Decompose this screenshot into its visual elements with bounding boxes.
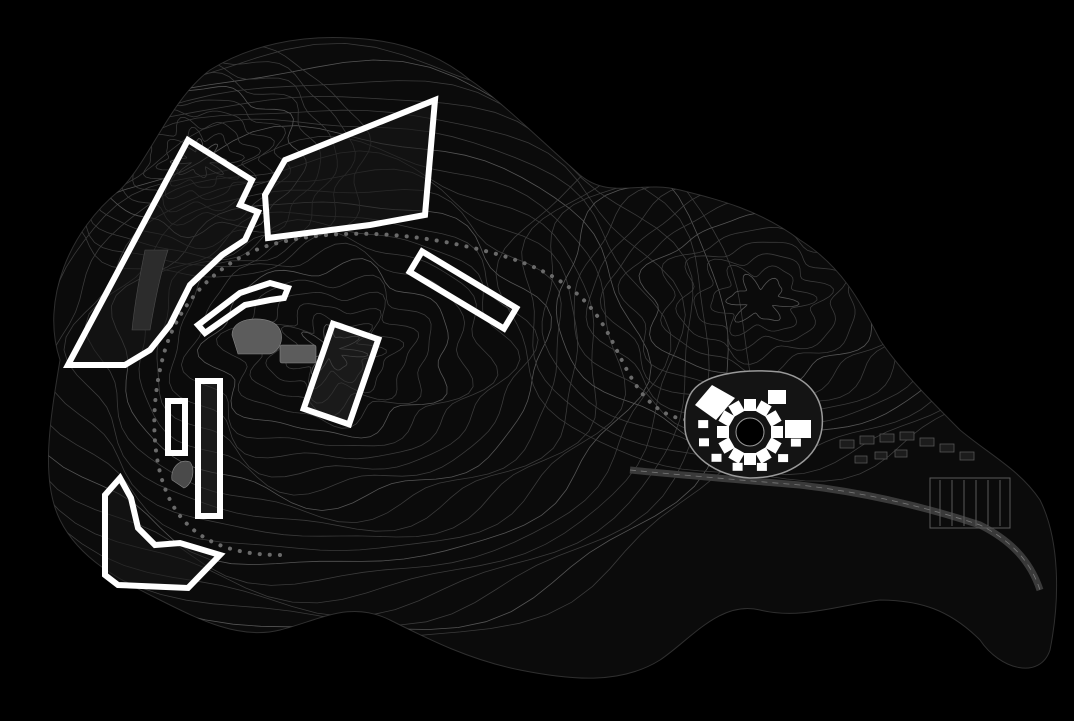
contour-line [710,264,818,337]
compound-buildings [698,399,801,471]
compound-building [765,437,782,454]
compound-outer-building [778,454,789,463]
compound-outer-building [711,453,722,462]
compound-building [728,447,745,464]
zone-northwest-terraces [63,135,263,368]
contour-line [168,229,499,460]
compound-building [755,447,772,464]
highlighted-zones [63,95,521,592]
compound-building [765,410,782,427]
circular-compound [683,370,824,479]
compound-building [718,437,735,454]
compound-building [728,400,745,417]
compound-central-court [735,417,765,447]
compound-outer-building [698,420,709,429]
compound-building [755,400,772,417]
contour-line [216,274,432,429]
compound-large-building-west [695,385,735,420]
roadside-buildings [839,431,975,464]
contour-line [48,135,627,552]
compound-outer-building [756,462,767,471]
zone-diagonal-strip [405,247,521,333]
contour-line [48,38,372,278]
plaza-building [279,344,317,364]
contour-line [48,109,686,604]
lawn-area [171,460,194,489]
contour-line [180,242,474,447]
zone-central-block [299,319,383,429]
contour-line [63,168,578,532]
contour-line [675,241,848,365]
contour-line [48,125,652,566]
parking-stalls [939,480,1001,526]
zone-long-strip [195,378,223,519]
compound-large-building-east [785,420,811,438]
compound-building [717,426,729,438]
contour-line [48,118,672,586]
contour-line [48,95,694,617]
compound-outer-building [732,462,743,471]
walking-trail [152,231,772,557]
compound-outer-building [790,438,801,447]
compound-building [771,426,783,438]
contour-line [693,253,834,351]
compound-building [744,399,756,411]
road-network [629,431,1044,592]
compound-outer-building [699,438,709,447]
zone-north-terraces [261,95,439,242]
contour-line [725,273,800,323]
compound-building [718,410,735,427]
contour-line [156,219,521,478]
parking-lot [929,477,1011,529]
central-oval-building [231,318,282,355]
compound-building-north [768,390,786,404]
zone-curved-strip [193,279,293,338]
zone-southwest-amphitheater [102,472,226,592]
contour-line [196,258,449,439]
compound-building [744,453,756,465]
contour-line [660,226,857,378]
zone-small-strip [165,398,188,456]
contour-line [259,303,404,404]
main-road-centerline [629,469,1041,591]
